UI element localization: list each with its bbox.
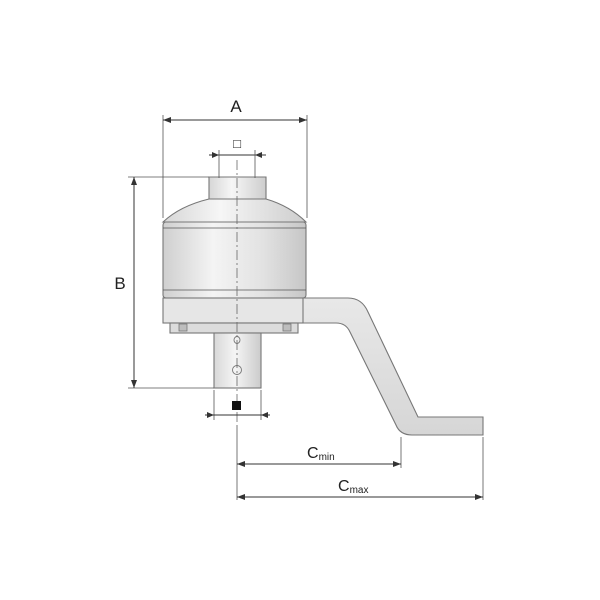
- square-input-symbol: □: [233, 136, 241, 151]
- plate-bolt-right: [282, 323, 292, 332]
- upper-shoulder: [161, 198, 308, 223]
- dim-b-label: B: [114, 274, 125, 293]
- dim-b-arrow-bottom: [131, 380, 137, 388]
- dim-cmax-arrow-right: [475, 494, 483, 500]
- dim-cmax-sub: max: [350, 485, 369, 496]
- dim-cmin-sub: min: [319, 452, 335, 463]
- plate-bolt-left: [178, 323, 188, 332]
- dim-cmax-main: C: [338, 478, 350, 495]
- dim-a-label: A: [230, 97, 242, 116]
- drive-dim-arrow-right: [261, 412, 268, 418]
- output-square-drive-icon: [232, 401, 241, 410]
- square-dim-arrow-right: [255, 152, 262, 158]
- dim-cmax-label: Cmax: [338, 478, 368, 496]
- dim-b-arrow-top: [131, 177, 137, 185]
- drive-dim-arrow-left: [207, 412, 214, 418]
- dim-cmin-arrow-left: [237, 461, 245, 467]
- dim-cmin-arrow-right: [393, 461, 401, 467]
- output-shaft: [213, 332, 262, 389]
- dim-a-arrow-left: [163, 117, 171, 123]
- reaction-arm: [299, 297, 484, 436]
- dim-cmin-main: C: [307, 445, 319, 462]
- dim-cmin-label: Cmin: [307, 445, 335, 463]
- flange-band: [162, 297, 304, 324]
- square-dim-arrow-left: [212, 152, 219, 158]
- dim-a-arrow-right: [299, 117, 307, 123]
- input-drive-cap: [208, 176, 267, 200]
- mounting-plate: [169, 322, 299, 334]
- dim-cmax-arrow-left: [237, 494, 245, 500]
- gear-housing: [162, 221, 307, 299]
